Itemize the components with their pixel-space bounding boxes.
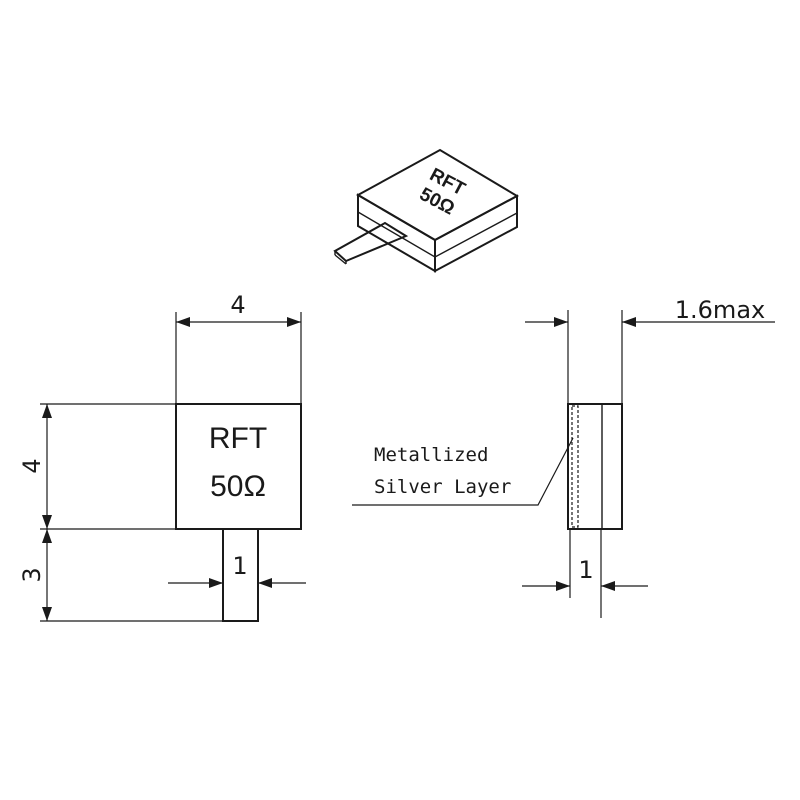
arrowhead xyxy=(42,607,52,621)
callout-leader xyxy=(352,437,574,506)
arrowhead xyxy=(601,581,615,591)
arrowhead xyxy=(622,317,636,327)
side-body xyxy=(567,403,623,530)
thickness-dim-label: 1.6max xyxy=(675,296,765,324)
width-dim-label: 4 xyxy=(230,291,245,319)
arrowhead xyxy=(176,317,190,327)
front-marking-line2: 50Ω xyxy=(210,470,266,503)
tab-length-dim-label: 3 xyxy=(18,567,46,582)
arrowhead xyxy=(556,581,570,591)
arrowhead xyxy=(42,529,52,543)
arrowhead xyxy=(42,515,52,529)
callout-line2: Silver Layer xyxy=(374,476,511,498)
front-marking-line1: RFT xyxy=(209,422,267,455)
iso-layer-line xyxy=(357,211,518,258)
arrowhead xyxy=(287,317,301,327)
arrowhead xyxy=(554,317,568,327)
silver-layer xyxy=(571,405,579,528)
arrowhead xyxy=(209,578,223,588)
iso-marking: RFT 50Ω xyxy=(416,164,469,219)
side-tab-dim-label: 1 xyxy=(578,556,593,584)
side-view: 1.6max 1 Metallized Silver Layer xyxy=(352,296,775,618)
iso-side-face xyxy=(434,194,518,273)
callout-line1: Metallized xyxy=(374,444,488,466)
iso-tab xyxy=(333,221,409,263)
front-view: RFT 50Ω 4 4 3 1 xyxy=(18,291,306,622)
arrowhead xyxy=(42,404,52,418)
tab-width-dim-label: 1 xyxy=(232,552,247,580)
isometric-view: RFT 50Ω xyxy=(333,148,520,273)
iso-tab-edge xyxy=(334,254,347,265)
arrowhead xyxy=(258,578,272,588)
front-tab xyxy=(222,528,259,622)
height-dim-label: 4 xyxy=(18,458,46,473)
